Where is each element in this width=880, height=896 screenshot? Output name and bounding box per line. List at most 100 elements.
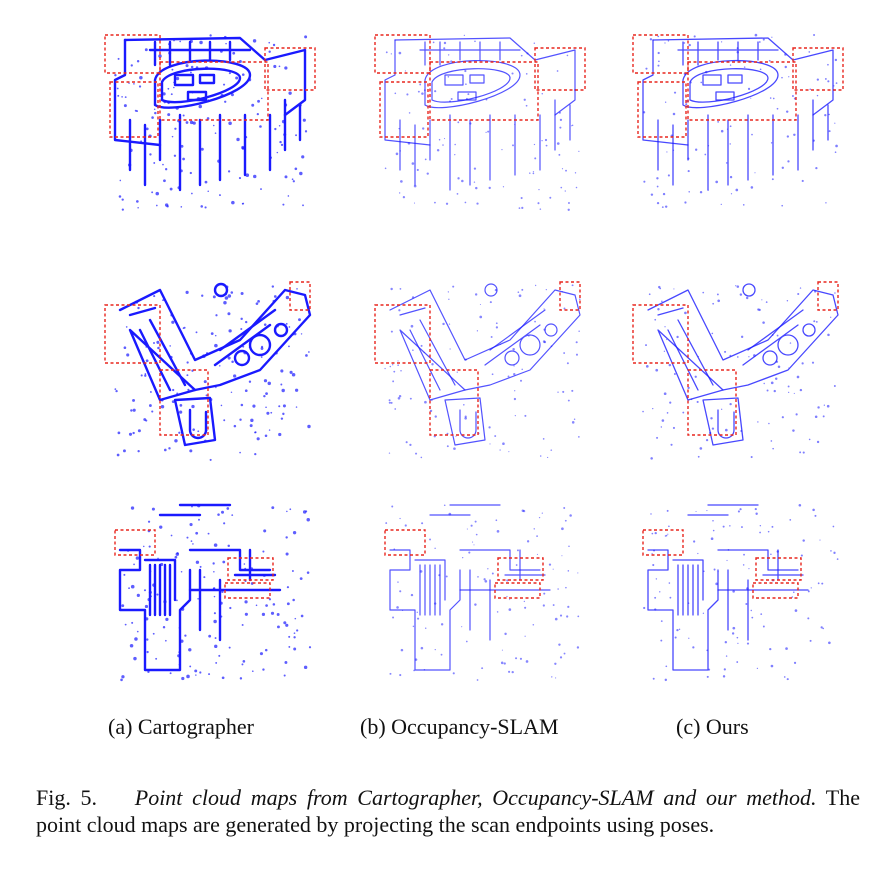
scan-point [513, 365, 515, 367]
scan-point [707, 189, 709, 191]
map-structure [148, 563, 172, 617]
scan-point [548, 563, 552, 566]
scan-point [729, 525, 731, 527]
scan-point [760, 613, 763, 615]
scan-point [173, 81, 175, 84]
scan-point [241, 203, 244, 205]
scan-point [294, 167, 298, 171]
scan-point [302, 204, 304, 207]
scan-point [282, 412, 285, 416]
scan-point [213, 570, 215, 573]
scan-point [116, 87, 119, 90]
scan-point [667, 533, 669, 535]
scan-point [145, 345, 148, 348]
scan-point [833, 85, 835, 87]
scan-point [186, 361, 189, 364]
scan-point [221, 676, 225, 680]
scan-point [203, 439, 207, 443]
scan-point [538, 516, 541, 519]
scan-point [575, 353, 578, 356]
scan-point [158, 54, 162, 58]
scan-point [685, 103, 688, 106]
scan-point [481, 667, 484, 670]
scan-point [304, 130, 308, 133]
scan-point [724, 640, 728, 644]
scan-point [288, 635, 291, 638]
scan-point [235, 76, 239, 80]
scan-point [645, 67, 648, 70]
scan-point [822, 415, 825, 418]
scan-point [576, 646, 580, 649]
scan-point [643, 180, 646, 183]
scan-point [385, 522, 388, 524]
scan-point [228, 329, 232, 333]
scan-point [176, 371, 180, 375]
scan-point [788, 367, 790, 369]
scan-point [223, 419, 226, 422]
scan-point [398, 127, 400, 130]
scan-point [771, 334, 774, 336]
scan-point [160, 398, 164, 402]
scan-point [578, 150, 580, 153]
scan-point [140, 140, 143, 143]
scan-point [248, 346, 252, 349]
scan-point [440, 653, 443, 656]
scan-point [219, 194, 221, 197]
scan-point [521, 206, 524, 209]
scan-point [292, 180, 295, 183]
scan-point [820, 626, 823, 629]
scan-point [532, 623, 535, 626]
scan-point [776, 107, 779, 110]
scan-point [504, 632, 507, 636]
scan-point [178, 626, 181, 629]
scan-point [153, 108, 156, 110]
scan-point [231, 360, 234, 363]
scan-point [550, 345, 553, 348]
scan-point [409, 397, 412, 400]
map-panel-scene-3-ours [628, 490, 858, 700]
scan-point [179, 163, 181, 166]
scan-point [222, 560, 226, 564]
scan-point [191, 92, 194, 94]
scan-point [762, 321, 765, 324]
scan-point [207, 99, 210, 101]
scan-point [163, 600, 167, 604]
scan-point [305, 510, 308, 513]
scan-point [712, 302, 715, 305]
scan-point [219, 383, 222, 386]
scan-point [280, 417, 284, 420]
scan-point [185, 121, 189, 124]
scan-point [443, 41, 447, 45]
scan-point [166, 205, 169, 208]
scan-point [260, 188, 262, 191]
scan-point [283, 133, 287, 137]
scan-point [449, 100, 451, 103]
scan-point [173, 39, 175, 42]
scan-point [817, 582, 820, 585]
scan-point [265, 604, 268, 607]
scan-point [654, 608, 657, 611]
scan-point [726, 559, 728, 562]
scan-point [768, 59, 771, 62]
scan-point [769, 647, 772, 651]
scan-point [757, 421, 759, 423]
scan-point [557, 588, 559, 590]
scan-point [129, 643, 134, 648]
scan-point [747, 87, 751, 90]
scan-point [153, 295, 156, 298]
map-structure [419, 41, 521, 66]
scan-point [140, 374, 143, 377]
scan-point [830, 550, 832, 552]
scan-point [213, 595, 216, 598]
scan-point [175, 76, 180, 81]
scan-point [424, 158, 427, 161]
scan-point [245, 136, 248, 139]
scan-point [520, 54, 523, 57]
scan-point [119, 179, 122, 182]
scan-point [199, 40, 203, 45]
scan-point [262, 574, 266, 577]
scan-point [137, 429, 141, 433]
scan-point [179, 410, 183, 414]
scan-point [642, 111, 646, 114]
figure-caption: Fig. 5. Point cloud maps from Cartograph… [36, 784, 860, 838]
